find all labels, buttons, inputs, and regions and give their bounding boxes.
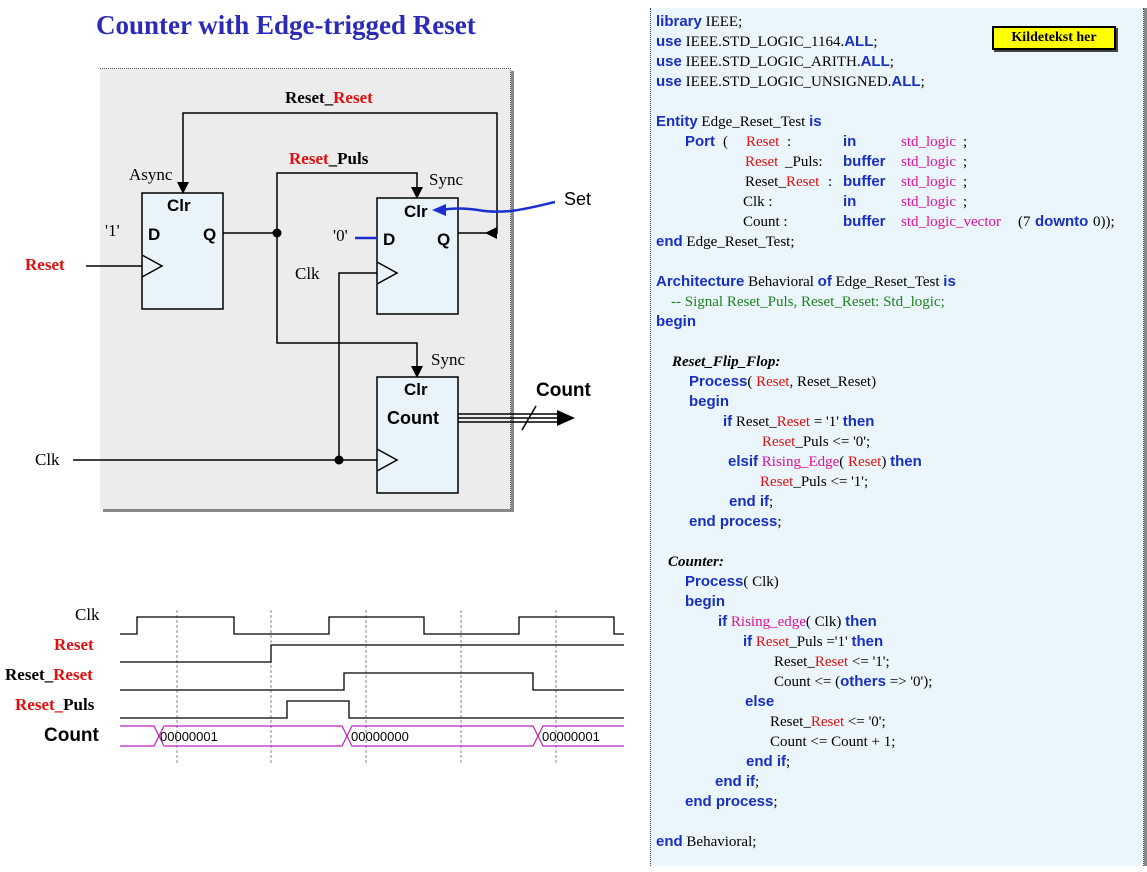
code-line: Reset_Puls <= '0'; — [762, 434, 871, 450]
code-line: if Reset_Reset = '1' then — [723, 413, 875, 430]
code-line: Count <= (others => '0'); — [774, 673, 933, 690]
counter-clr-label: Clr — [404, 380, 428, 399]
timing-reset-puls-label: Reset_Puls — [15, 695, 95, 714]
sync-label-ff2: Sync — [429, 170, 463, 189]
code-line: Process( Clk) — [685, 573, 779, 590]
ff1-clr-label: Clr — [167, 196, 191, 215]
count-output-label: Count — [536, 380, 591, 401]
code-label-counter: Counter: — [668, 554, 724, 570]
ff1-d-label: D — [148, 225, 161, 244]
timing-count-label: Count — [44, 725, 99, 746]
timing-clk-label: Clk — [75, 605, 100, 624]
code-line: end if; — [746, 753, 791, 770]
ff2-d-label: D — [383, 230, 396, 249]
ff2-clock-triangle — [376, 261, 399, 285]
code-panel — [650, 8, 1144, 866]
timing-reset-wave — [120, 644, 624, 663]
timing-reset-puls-wave — [120, 700, 624, 719]
ff1-clock-triangle — [141, 254, 164, 278]
timing-count-value-2: 00000000 — [351, 729, 409, 744]
timing-reset-reset-wave — [120, 672, 624, 691]
code-line: use IEEE.STD_LOGIC_UNSIGNED.ALL; — [656, 73, 925, 90]
clk-input-label: Clk — [35, 450, 60, 469]
set-label: Set — [564, 189, 592, 209]
code-line: if Reset_Puls ='1' then — [743, 633, 884, 650]
code-line: Count <= Count + 1; — [770, 734, 896, 750]
ff1-q-label: Q — [203, 225, 217, 244]
code-comment: -- Signal Reset_Puls, Reset_Reset: Std_l… — [671, 294, 945, 310]
timing-count-value-1: 00000001 — [160, 729, 218, 744]
code-line: begin — [689, 393, 729, 410]
code-line: Reset_Reset <= '1'; — [774, 654, 890, 670]
code-line: Reset_Reset <= '0'; — [770, 714, 886, 730]
flipflop-2-box — [376, 197, 459, 315]
page-title: Counter with Edge-trigged Reset — [96, 10, 476, 40]
code-line: begin — [656, 313, 696, 330]
code-line: Process( Reset, Reset_Reset) — [689, 373, 877, 390]
sync-label-counter: Sync — [431, 350, 465, 369]
timing-count-value-3: 00000001 — [542, 729, 600, 744]
code-line: elsif Rising_Edge( Reset) then — [728, 453, 922, 470]
code-line: end Edge_Reset_Test; — [656, 233, 795, 250]
ff1-d-input-one: '1' — [105, 221, 120, 240]
code-line: end Behavioral; — [656, 833, 757, 850]
counter-box — [376, 376, 459, 494]
code-line: Entity Edge_Reset_Test is — [656, 113, 822, 130]
code-line: use IEEE.STD_LOGIC_ARITH.ALL; — [656, 53, 894, 70]
async-label: Async — [129, 165, 173, 184]
code-line: library IEEE; — [656, 13, 743, 30]
ff2-clr-label: Clr — [404, 202, 428, 221]
reset-puls-label: Reset_Puls — [289, 149, 369, 168]
code-line: end if; — [715, 773, 760, 790]
timing-count-bus — [120, 725, 624, 747]
code-line: end if; — [729, 493, 774, 510]
clk-ff2-label: Clk — [295, 264, 320, 283]
code-line: else — [745, 693, 775, 710]
counter-box-label: Count — [387, 408, 439, 428]
flipflop-1-box — [141, 192, 224, 310]
code-line: use IEEE.STD_LOGIC_1164.ALL; — [656, 33, 878, 50]
code-line: end process; — [689, 513, 782, 530]
vhdl-code: library IEEE; use IEEE.STD_LOGIC_1164.AL… — [656, 12, 1115, 852]
timing-clk-wave — [120, 616, 624, 635]
code-line: if Rising_edge( Clk) then — [718, 613, 877, 630]
code-label-flipflop: Reset_Flip_Flop: — [672, 354, 781, 370]
timing-reset-label: Reset — [54, 635, 94, 654]
reset-input-label: Reset — [25, 255, 65, 274]
reset-reset-label: Reset_Reset — [285, 88, 373, 107]
counter-clock-triangle — [376, 448, 399, 472]
code-line: begin — [685, 593, 725, 610]
code-line: Reset_Puls <= '1'; — [760, 474, 869, 490]
source-text-button[interactable]: Kildetekst her — [992, 26, 1116, 50]
timing-reset-reset-label: Reset_Reset — [5, 665, 93, 684]
code-line: Architecture Behavioral of Edge_Reset_Te… — [656, 273, 956, 290]
ff2-q-label: Q — [437, 230, 451, 249]
ff2-d-input-zero: '0' — [333, 226, 348, 245]
code-line: end process; — [685, 793, 778, 810]
